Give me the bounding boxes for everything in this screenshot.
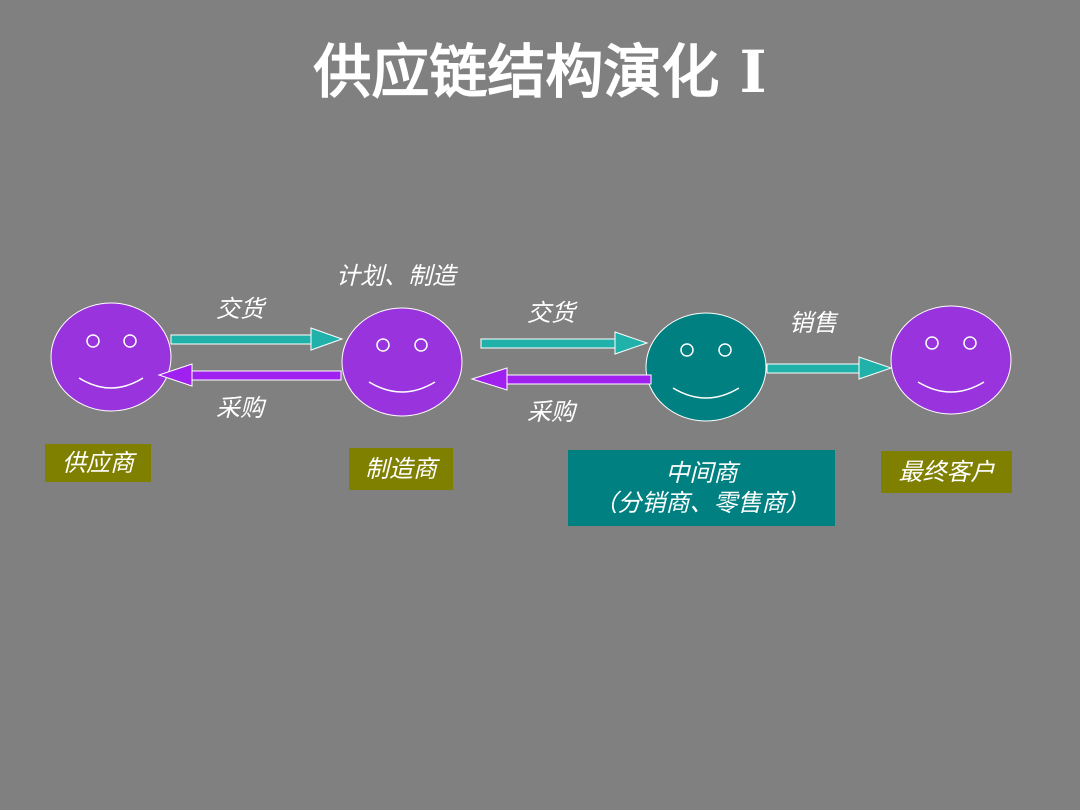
delivery-label-2: 交货	[527, 299, 575, 327]
manufacturer-label: 制造商	[349, 448, 453, 490]
end-customer-label: 最终客户	[881, 451, 1012, 493]
delivery-label-1: 交货	[216, 295, 264, 323]
manufacturer-top-label: 计划、制造	[336, 262, 456, 290]
intermediary-label: 中间商 （分销商、零售商）	[568, 450, 835, 526]
end-customer-face-icon	[890, 305, 1012, 415]
purchase-arrow-1	[157, 363, 342, 387]
delivery-arrow-2	[480, 331, 649, 355]
supplier-face-icon	[50, 302, 172, 412]
purchase-label-1: 采购	[216, 394, 264, 422]
page-title: 供应链结构演化 I	[313, 38, 767, 106]
delivery-arrow-1	[170, 327, 344, 351]
manufacturer-face-icon	[341, 307, 463, 417]
intermediary-label-title: 中间商	[665, 459, 738, 487]
sales-arrow	[766, 356, 893, 380]
sales-label: 销售	[789, 309, 837, 337]
purchase-label-2: 采购	[527, 398, 575, 426]
intermediary-face-icon	[645, 312, 767, 422]
intermediary-label-subtitle: （分销商、零售商）	[593, 489, 810, 517]
purchase-arrow-2	[470, 367, 652, 391]
supplier-label: 供应商	[45, 444, 151, 482]
